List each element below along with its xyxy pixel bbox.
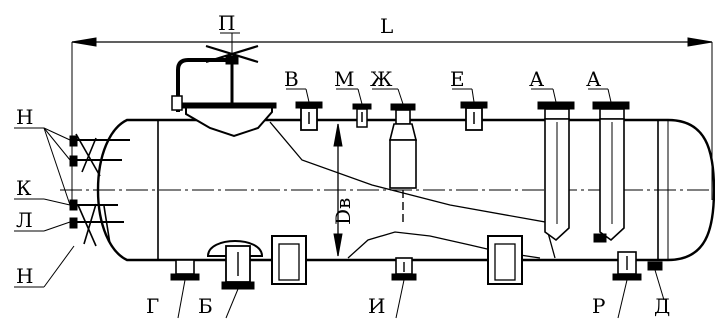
- diameter-arrow-bottom: [333, 233, 343, 257]
- diameter-arrow-top: [333, 123, 343, 147]
- nozzle-r: Р: [592, 251, 642, 319]
- bottom-b: Б: [198, 240, 264, 319]
- nozzle-n2-flange: [69, 155, 78, 167]
- nozzle-a2: А: [586, 67, 630, 243]
- label-l: Л: [16, 208, 33, 232]
- label-g: Г: [146, 294, 159, 318]
- label-v: В: [284, 67, 299, 91]
- diameter-label: Dв: [331, 198, 355, 225]
- label-d: Д: [654, 294, 670, 318]
- nozzle-d: Д: [647, 261, 670, 318]
- nozzle-v: В: [284, 67, 323, 131]
- nozzle-n1-flange: [69, 135, 78, 147]
- diameter-dimension: Dв: [331, 123, 355, 257]
- nozzle-l-flange: [69, 217, 78, 229]
- label-e: Е: [450, 67, 465, 91]
- length-arrow-right: [687, 37, 713, 47]
- head-nozzles: Н К Л Н: [14, 105, 130, 288]
- support-left: [271, 235, 307, 285]
- nozzle-g: Г: [146, 259, 200, 319]
- nozzle-k-flange: [69, 199, 78, 211]
- label-b: Б: [198, 294, 213, 318]
- length-arrow-left: [71, 37, 97, 47]
- label-a2: А: [586, 67, 601, 91]
- label-m: М: [334, 67, 354, 91]
- label-zh: Ж: [370, 67, 393, 91]
- nozzle-i: И: [368, 257, 417, 319]
- manhole-p: П: [171, 11, 277, 138]
- nozzle-m: М: [334, 67, 372, 128]
- nozzle-zh: Ж: [370, 67, 418, 225]
- support-right: [487, 235, 523, 285]
- label-i: И: [368, 294, 385, 318]
- length-dimension: L: [71, 14, 713, 200]
- label-r: Р: [592, 294, 605, 318]
- length-label: L: [380, 14, 393, 38]
- label-n-top: Н: [16, 105, 33, 129]
- label-p: П: [218, 11, 235, 35]
- label-n-bottom: Н: [16, 264, 33, 288]
- label-a1: А: [529, 67, 544, 91]
- nozzle-e: Е: [450, 67, 488, 131]
- label-k: К: [16, 176, 32, 200]
- nozzle-a1: А: [529, 67, 575, 242]
